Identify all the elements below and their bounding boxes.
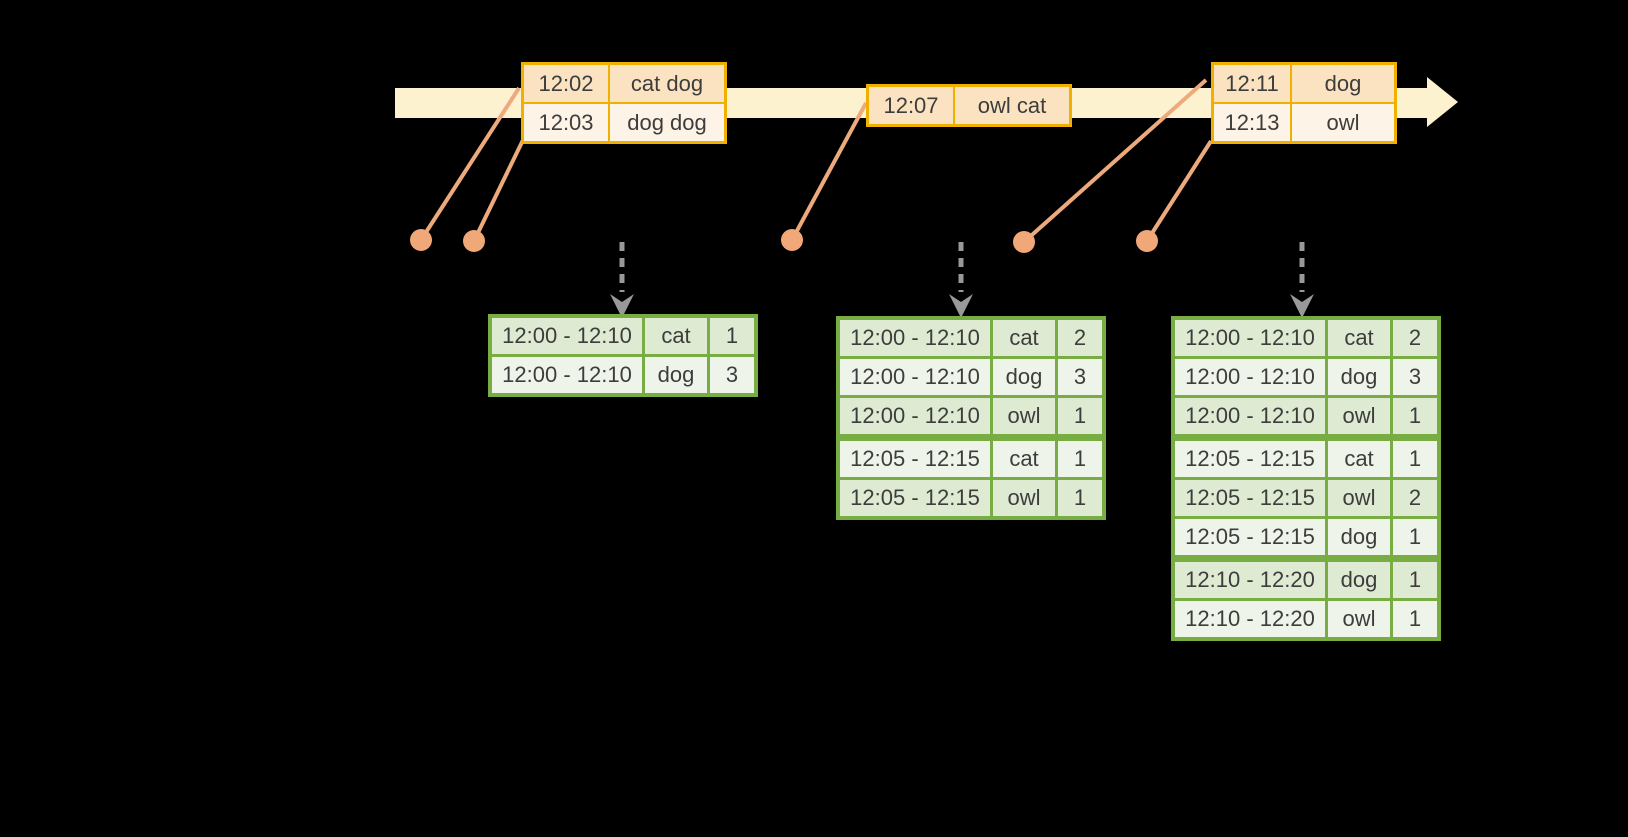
- word-cell: owl: [993, 398, 1058, 434]
- result-row: 12:00 - 12:10 dog 3: [492, 354, 754, 393]
- event-table-1: 12:02 cat dog 12:03 dog dog: [521, 62, 727, 144]
- window-cell: 12:10 - 12:20: [1175, 562, 1328, 598]
- result-row: 12:00 - 12:10 cat 2: [840, 320, 1102, 356]
- trigger-arrowhead-icon: [610, 294, 634, 318]
- event-row: 12:07 owl cat: [869, 87, 1069, 124]
- result-row: 12:05 - 12:15 cat 1: [840, 434, 1102, 477]
- window-cell: 12:00 - 12:10: [492, 357, 645, 393]
- connector-line: [472, 139, 525, 242]
- trigger-arrowhead-icon: [1290, 294, 1314, 318]
- window-cell: 12:05 - 12:15: [840, 480, 993, 516]
- event-dot: [781, 229, 803, 251]
- window-cell: 12:00 - 12:10: [840, 320, 993, 356]
- word-cell: cat: [993, 441, 1058, 477]
- count-cell: 3: [1408, 364, 1422, 389]
- word-cell: cat: [993, 320, 1058, 356]
- word-cell: dog: [1328, 562, 1393, 598]
- connector-line: [1022, 78, 1208, 244]
- result-row: 12:00 - 12:10 cat 2: [1175, 320, 1437, 356]
- result-row: 12:00 - 12:10 owl 1: [1175, 395, 1437, 434]
- count-cell: 1: [1408, 403, 1422, 428]
- result-row: 12:05 - 12:15 dog 1: [1175, 516, 1437, 555]
- result-row: 12:05 - 12:15 cat 1: [1175, 434, 1437, 477]
- event-words-cell: owl: [1326, 109, 1360, 135]
- count-cell: 3: [1073, 364, 1087, 389]
- event-time-cell: 12:03: [524, 104, 610, 141]
- word-cell: dog: [993, 359, 1058, 395]
- word-cell: dog: [1328, 519, 1393, 555]
- word-cell: owl: [1328, 601, 1393, 637]
- window-cell: 12:00 - 12:10: [1175, 359, 1328, 395]
- window-cell: 12:05 - 12:15: [840, 441, 993, 477]
- count-cell: 3: [725, 362, 739, 387]
- word-cell: owl: [993, 480, 1058, 516]
- event-time-cell: 12:11: [1214, 65, 1292, 102]
- word-cell: cat: [1328, 441, 1393, 477]
- word-cell: owl: [1328, 398, 1393, 434]
- event-words-cell: dog dog: [627, 109, 707, 135]
- result-row: 12:00 - 12:10 dog 3: [1175, 356, 1437, 395]
- count-cell: 1: [1408, 567, 1422, 592]
- window-cell: 12:05 - 12:15: [1175, 480, 1328, 516]
- count-cell: 1: [1408, 446, 1422, 471]
- event-time-cell: 12:13: [1214, 104, 1292, 141]
- connector-line: [419, 86, 521, 242]
- event-row: 12:13 owl: [1214, 102, 1394, 141]
- word-cell: cat: [1328, 320, 1393, 356]
- event-row: 12:11 dog: [1214, 65, 1394, 102]
- event-time-cell: 12:02: [524, 65, 610, 102]
- event-words-cell: cat dog: [630, 70, 704, 96]
- result-table-1: 12:00 - 12:10 cat 1 12:00 - 12:10 dog 3: [488, 314, 758, 397]
- event-dot: [1136, 230, 1158, 252]
- window-cell: 12:00 - 12:10: [492, 318, 645, 354]
- word-cell: owl: [1328, 480, 1393, 516]
- event-words-cell: dog: [1324, 70, 1362, 96]
- event-time-cell: 12:07: [869, 87, 955, 124]
- window-cell: 12:00 - 12:10: [840, 398, 993, 434]
- count-cell: 1: [725, 323, 739, 348]
- event-row: 12:02 cat dog: [524, 65, 724, 102]
- trigger-arrowhead-icon: [949, 294, 973, 318]
- connector-line: [790, 102, 868, 241]
- result-row: 12:00 - 12:10 cat 1: [492, 318, 754, 354]
- result-row: 12:00 - 12:10 dog 3: [840, 356, 1102, 395]
- connector-line: [1145, 139, 1213, 243]
- window-cell: 12:00 - 12:10: [840, 359, 993, 395]
- result-table-3: 12:00 - 12:10 cat 2 12:00 - 12:10 dog 3 …: [1171, 316, 1441, 641]
- result-table-2: 12:00 - 12:10 cat 2 12:00 - 12:10 dog 3 …: [836, 316, 1106, 520]
- count-cell: 2: [1408, 325, 1422, 350]
- window-cell: 12:00 - 12:10: [1175, 320, 1328, 356]
- event-dot: [410, 229, 432, 251]
- count-cell: 1: [1073, 403, 1087, 428]
- event-table-3: 12:11 dog 12:13 owl: [1211, 62, 1397, 144]
- window-cell: 12:00 - 12:10: [1175, 398, 1328, 434]
- window-cell: 12:05 - 12:15: [1175, 519, 1328, 555]
- count-cell: 1: [1073, 446, 1087, 471]
- count-cell: 2: [1408, 485, 1422, 510]
- word-cell: dog: [1328, 359, 1393, 395]
- window-cell: 12:05 - 12:15: [1175, 441, 1328, 477]
- result-row: 12:05 - 12:15 owl 1: [840, 477, 1102, 516]
- count-cell: 1: [1408, 606, 1422, 631]
- result-row: 12:10 - 12:20 owl 1: [1175, 598, 1437, 637]
- window-cell: 12:10 - 12:20: [1175, 601, 1328, 637]
- event-dot: [463, 230, 485, 252]
- count-cell: 2: [1073, 325, 1087, 350]
- result-row: 12:10 - 12:20 dog 1: [1175, 555, 1437, 598]
- event-words-cell: owl cat: [977, 92, 1047, 118]
- event-row: 12:03 dog dog: [524, 102, 724, 141]
- result-row: 12:05 - 12:15 owl 2: [1175, 477, 1437, 516]
- count-cell: 1: [1073, 485, 1087, 510]
- event-dot: [1013, 231, 1035, 253]
- word-cell: dog: [645, 357, 710, 393]
- count-cell: 1: [1408, 524, 1422, 549]
- event-table-2: 12:07 owl cat: [866, 84, 1072, 127]
- timeline-arrowhead-icon: [1427, 77, 1458, 127]
- word-cell: cat: [645, 318, 710, 354]
- result-row: 12:00 - 12:10 owl 1: [840, 395, 1102, 434]
